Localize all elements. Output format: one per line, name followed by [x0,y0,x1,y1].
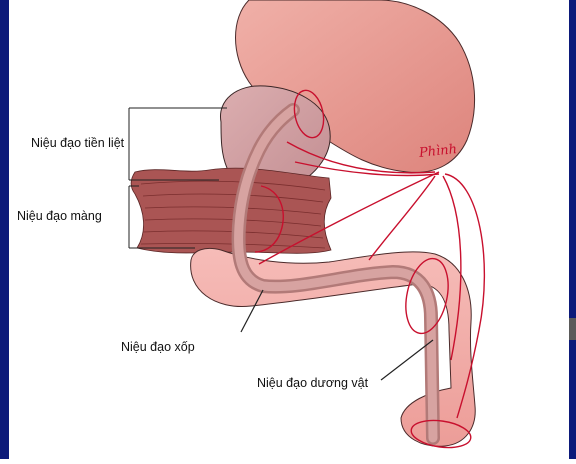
spongy-body-shape [190,247,476,447]
label-brackets [128,107,227,249]
urethra-lumen [234,105,438,443]
label-spongy-urethra: Niệu đạo xốp [121,340,195,354]
leader-spongy [240,289,264,333]
label-prostatic-urethra: Niệu đạo tiền liệt [31,136,125,150]
scrollbar-notch [569,318,576,340]
right-frame-bar [569,0,576,459]
leader-penile [380,339,434,381]
urethra-anatomy-diagram [128,0,486,449]
label-penile-urethra: Niệu đạo dương vật [257,376,369,390]
label-membranous-urethra: Niệu đạo màng [17,209,102,223]
left-frame-bar [0,0,9,459]
diagram-canvas: Niệu đạo tiền liệt Niệu đạo màng Niệu đạ… [9,0,569,459]
red-annotations [254,89,486,449]
bladder-shape [235,0,475,173]
